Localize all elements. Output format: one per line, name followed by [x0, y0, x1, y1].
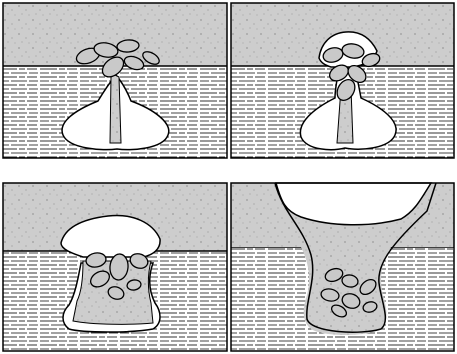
panel-3 — [3, 183, 227, 351]
panel-2 — [231, 3, 454, 158]
panel-1 — [3, 3, 227, 158]
sediment-cone — [110, 75, 121, 143]
panel-4 — [231, 183, 454, 351]
sediment-layer — [3, 3, 227, 66]
